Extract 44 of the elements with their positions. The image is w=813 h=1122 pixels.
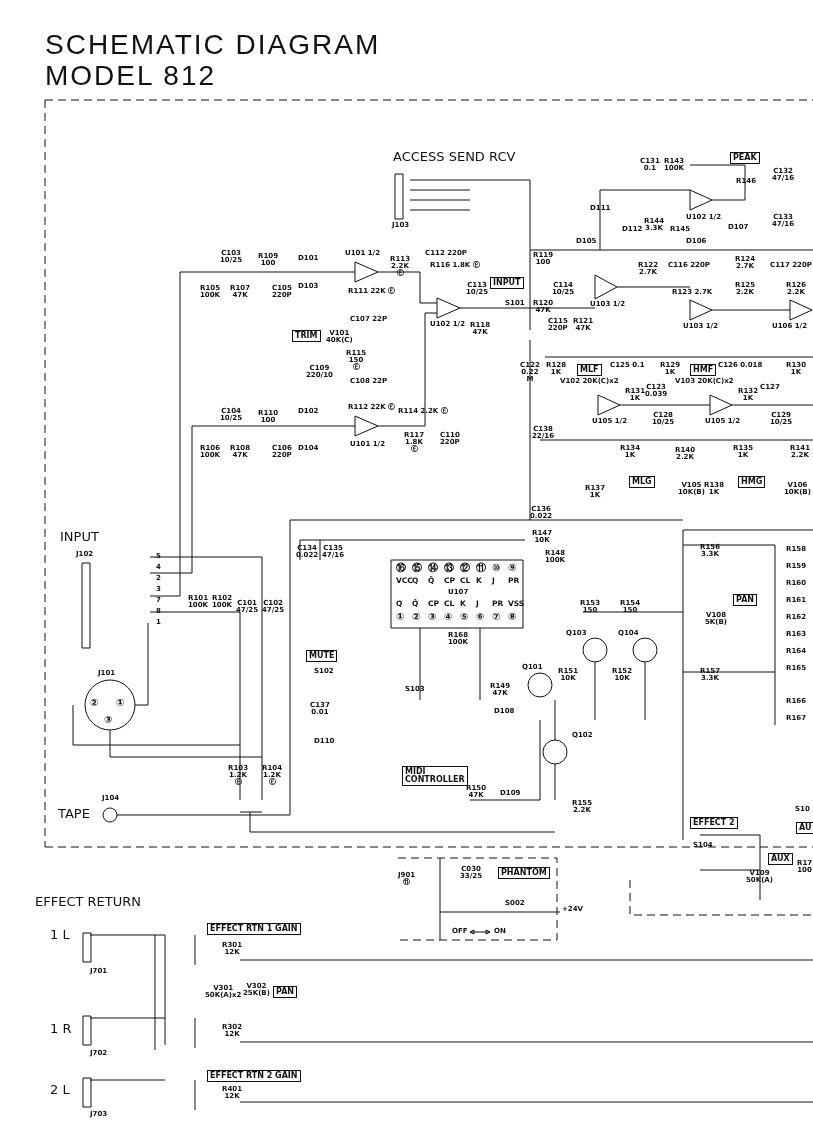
- boxed-label: PEAK: [730, 152, 760, 164]
- boxed-label: TRIM: [292, 330, 321, 342]
- pin-number: ⑭: [428, 563, 438, 573]
- title: SCHEMATIC DIAGRAM MODEL 812: [45, 30, 382, 92]
- boxed-label: EFFECT 2: [690, 817, 738, 829]
- section-label: EFFECT RETURN: [35, 895, 141, 908]
- pin-number: ⑤: [460, 612, 469, 622]
- boxed-label: HMF: [690, 364, 717, 376]
- boxed-label: PAN: [273, 986, 297, 998]
- boxed-label: MIDI CONTROLLER: [402, 766, 468, 786]
- pin-number: ⑫: [460, 563, 470, 573]
- pin-number: ④: [444, 612, 453, 622]
- pin-number: ①: [116, 698, 125, 708]
- section-label: 1 L: [50, 928, 70, 941]
- pin-number: ⑪: [476, 563, 486, 573]
- pin-number: ⑨: [508, 563, 517, 573]
- pin-number: ②: [90, 698, 99, 708]
- section-label: INPUT: [60, 530, 99, 543]
- boxed-label: MLF: [577, 364, 602, 376]
- section-label: TAPE: [58, 807, 90, 820]
- pin-number: ③: [428, 612, 437, 622]
- boxed-label: AUX: [768, 853, 793, 865]
- section-label: 2 L: [50, 1083, 70, 1096]
- pin-number: ②: [412, 612, 421, 622]
- pin-number: ⑦: [492, 612, 501, 622]
- section-label: ACCESS SEND RCV: [393, 150, 516, 163]
- boxed-label: PHANTOM: [498, 867, 550, 879]
- pin-number: ⑯: [396, 563, 406, 573]
- pin-number: ⑮: [412, 563, 422, 573]
- pin-number: ⑬: [444, 563, 454, 573]
- pin-number: ⑩: [492, 563, 501, 573]
- boxed-label: EFFECT RTN 1 GAIN: [207, 923, 301, 935]
- boxed-label: PAN: [733, 594, 757, 606]
- boxed-label: MUTE: [306, 650, 338, 662]
- pin-number: ⑧: [508, 612, 517, 622]
- pin-number: ③: [104, 715, 113, 725]
- pin-number: ①: [396, 612, 405, 622]
- pin-number: ⑥: [476, 612, 485, 622]
- boxed-label: AU: [796, 822, 813, 834]
- boxed-label: MLG: [629, 476, 655, 488]
- boxed-label: EFFECT RTN 2 GAIN: [207, 1070, 301, 1082]
- section-label: 1 R: [50, 1022, 72, 1035]
- boxed-label: HMG: [738, 476, 766, 488]
- boxed-label: INPUT: [490, 277, 524, 289]
